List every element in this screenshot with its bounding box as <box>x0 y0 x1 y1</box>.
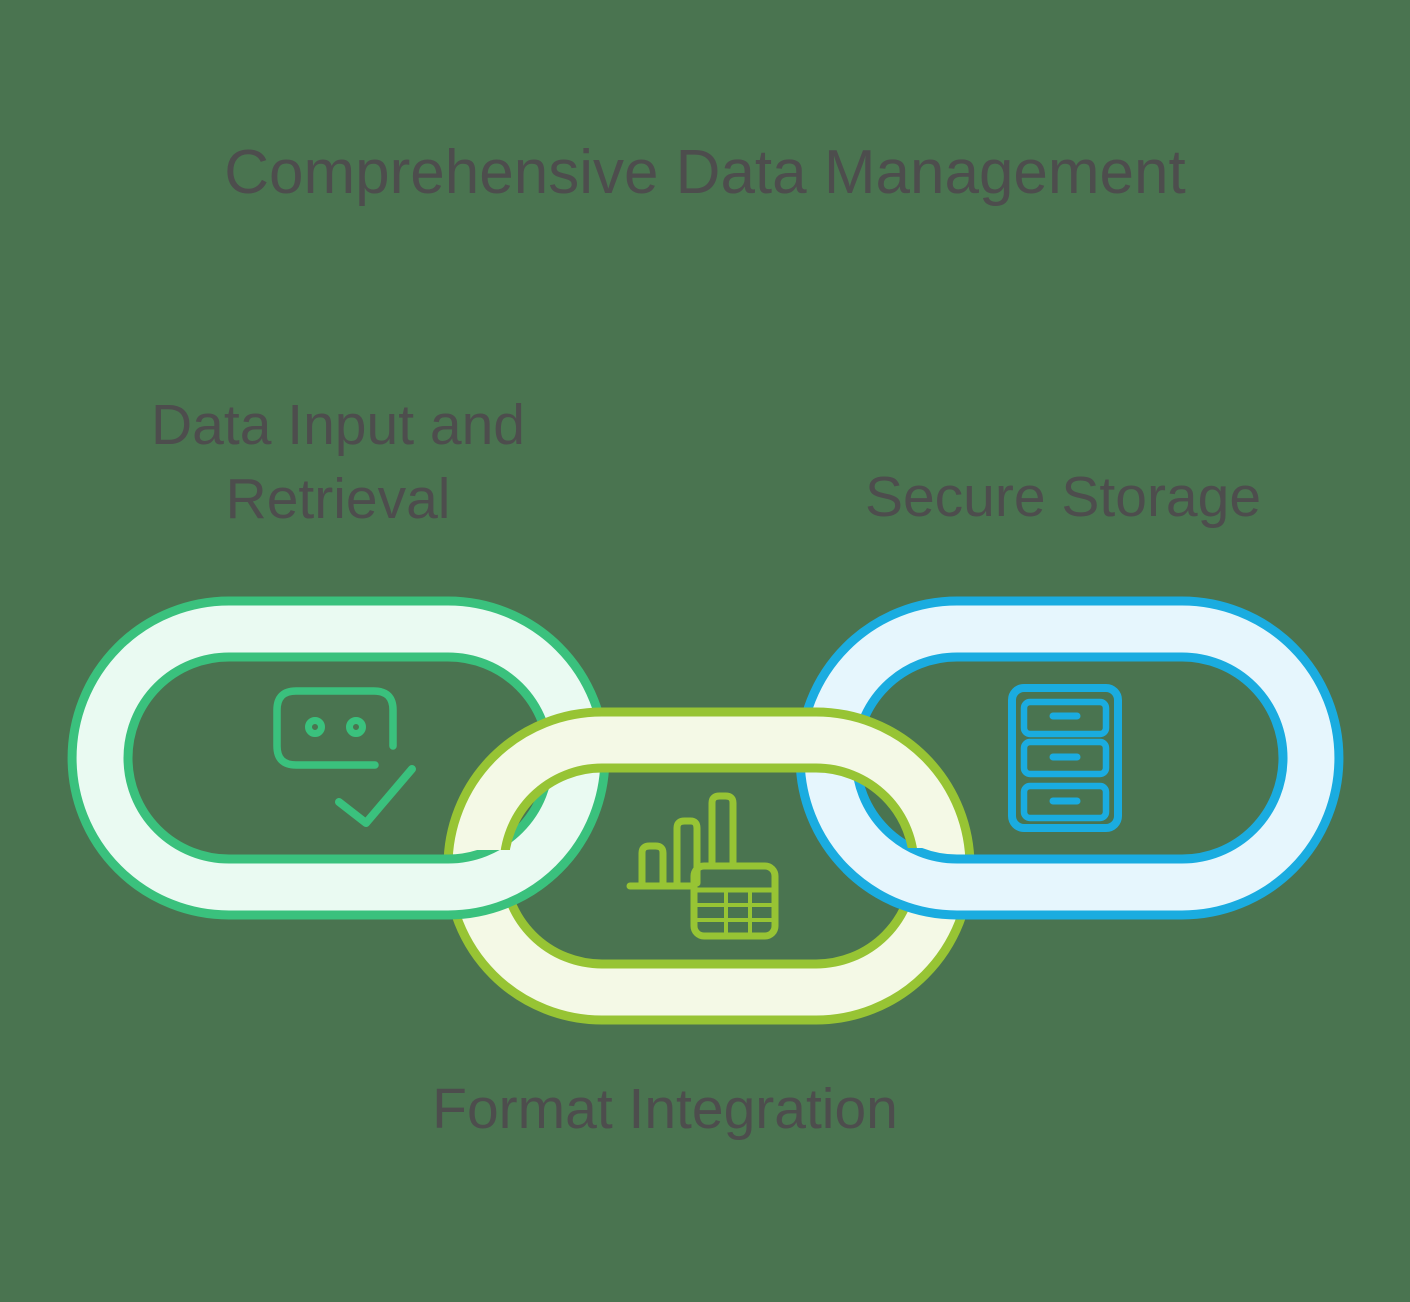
chat-card-check-icon <box>273 687 416 827</box>
bar-3 <box>708 792 737 866</box>
cabinet-outline <box>1008 684 1122 832</box>
bar-1 <box>638 842 667 889</box>
bar-2 <box>673 817 701 887</box>
drawer-1 <box>1020 698 1110 738</box>
checkmark <box>335 765 416 827</box>
chain-link-blue-over <box>843 848 1033 920</box>
table-outline <box>690 862 779 940</box>
card-dot-left <box>305 717 325 737</box>
chain-link-green-over <box>430 850 581 920</box>
card-outline <box>273 687 397 769</box>
drawer-3 <box>1020 782 1110 822</box>
card-dot-right <box>346 717 366 737</box>
chain-link-blue <box>795 596 1344 920</box>
drawer-2 <box>1020 738 1110 778</box>
label-data-input-retrieval: Data Input and Retrieval <box>151 393 525 531</box>
chain-link-lime <box>443 707 975 1025</box>
label-secure-storage: Secure Storage <box>864 465 1262 529</box>
filing-cabinet-icon <box>1008 684 1122 832</box>
bar-chart-table-icon <box>626 792 779 940</box>
page-title: Comprehensive Data Management <box>224 138 1186 207</box>
label-format-integration: Format Integration <box>432 1077 898 1141</box>
